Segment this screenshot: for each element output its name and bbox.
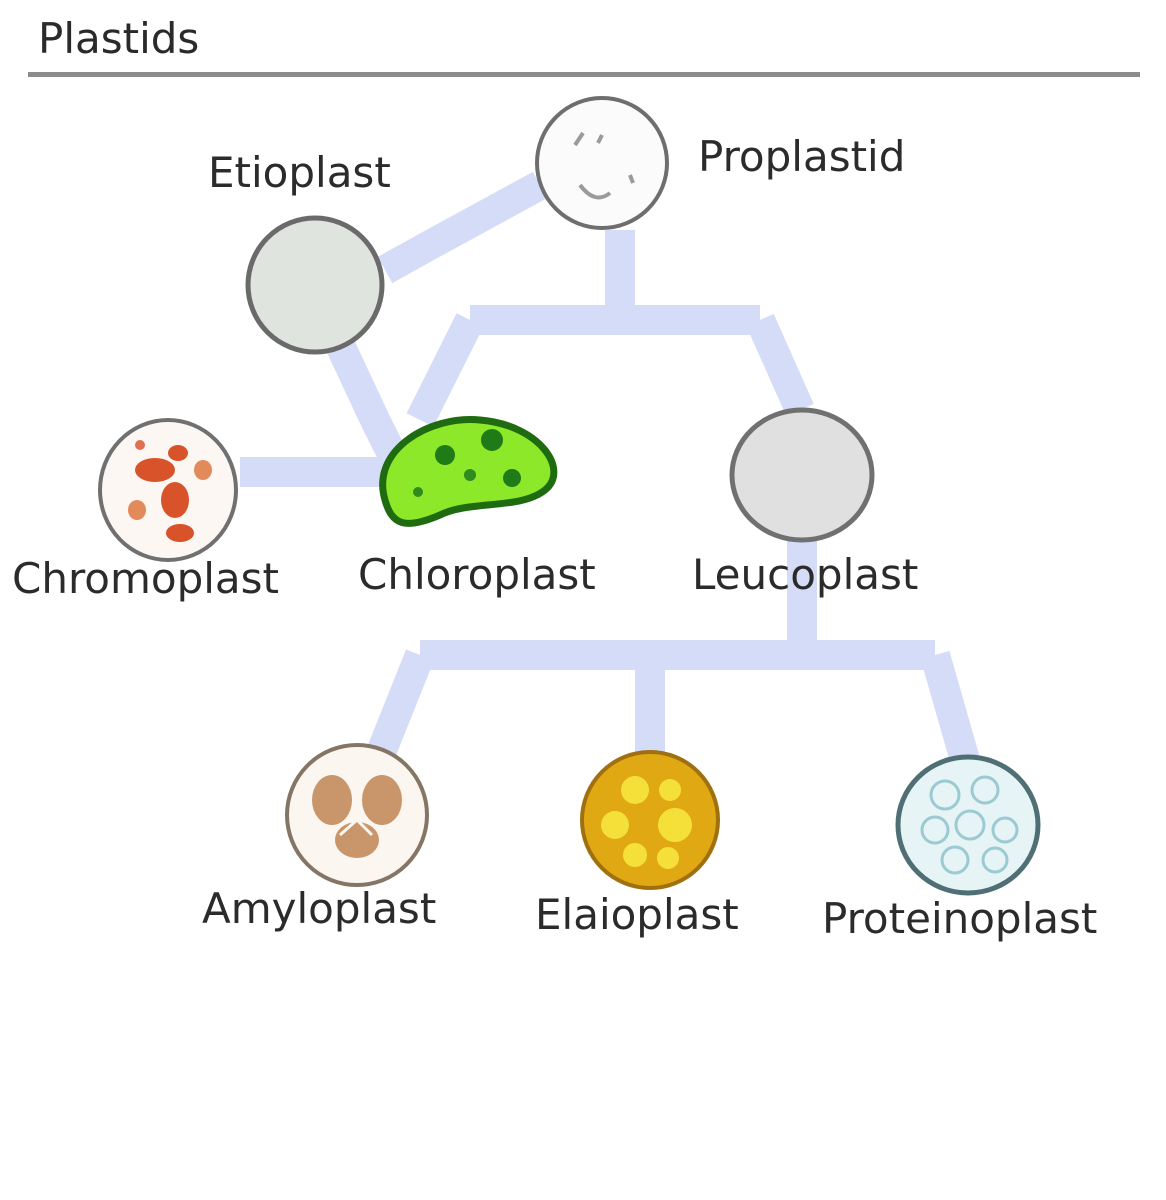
chromoplast-icon	[98, 418, 238, 562]
edge-etioplast-chloroplast	[326, 338, 409, 467]
proteinoplast-icon	[895, 754, 1041, 896]
etioplast-label: Etioplast	[208, 148, 391, 197]
elaioplast-label: Elaioplast	[535, 890, 739, 939]
edge-proplastid-branch	[406, 230, 814, 427]
etioplast-icon	[245, 215, 385, 355]
amyloplast-icon	[285, 743, 429, 887]
title-divider	[28, 72, 1140, 77]
proteinoplast-label: Proteinoplast	[822, 894, 1098, 943]
connectors	[240, 171, 980, 765]
edge-proplastid-etioplast	[377, 171, 548, 284]
chloroplast-label: Chloroplast	[358, 550, 596, 599]
elaioplast-icon	[580, 750, 720, 890]
chloroplast-icon	[379, 416, 558, 527]
amyloplast-label: Amyloplast	[202, 884, 437, 933]
proplastid-icon	[535, 96, 669, 230]
proplastid-label: Proplastid	[698, 132, 906, 181]
leucoplast-label: Leucoplast	[692, 550, 919, 599]
edge-leucoplast-branch	[366, 540, 980, 765]
chromoplast-label: Chromoplast	[12, 554, 280, 603]
diagram-title: Plastids	[38, 14, 200, 63]
leucoplast-icon	[729, 407, 875, 543]
